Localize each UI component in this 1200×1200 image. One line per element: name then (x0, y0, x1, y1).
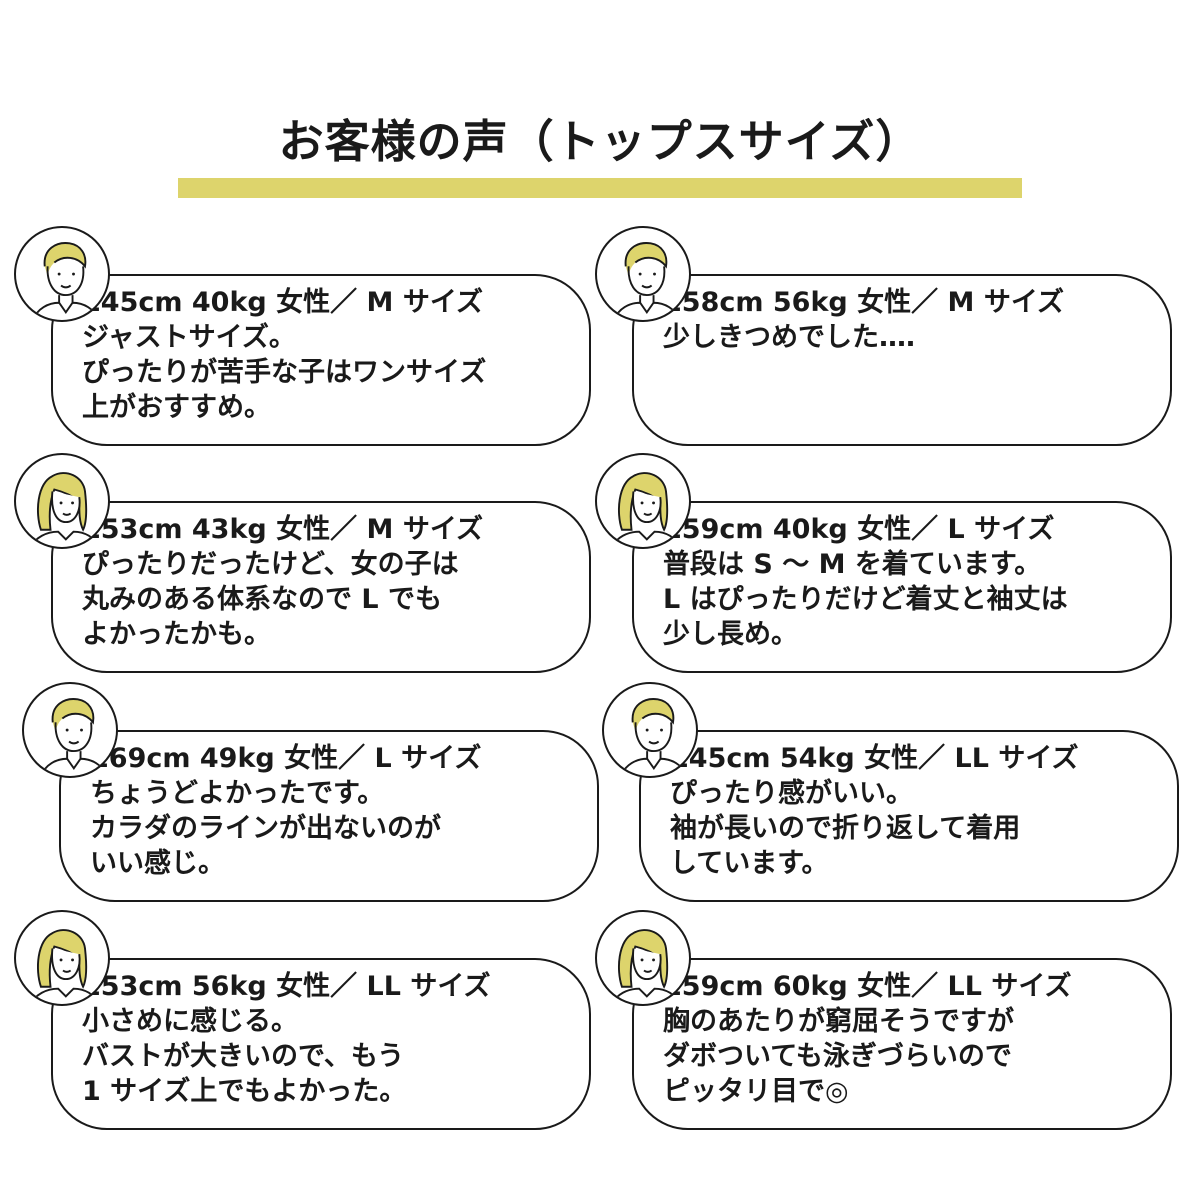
review-comment: 小さめに感じる。 バストが大きいので、もう 1 サイズ上でもよかった。 (82, 1006, 407, 1107)
review-comment: ちょうどよかったです。 カラダのラインが出ないのが いい感じ。 (90, 778, 441, 879)
review-card: 153cm 56kg 女性／ LL サイズ小さめに感じる。 バストが大きいので、… (14, 910, 591, 1140)
short-hair-person-icon (602, 682, 698, 778)
review-text: 145cm 40kg 女性／ M サイズジャストサイズ。 ぴったりが苦手な子はワ… (82, 285, 572, 425)
review-stats: 153cm 56kg 女性／ LL サイズ (82, 971, 491, 1002)
review-comment: 胸のあたりが窮屈そうですが ダボついても泳ぎづらいので ピッタリ目で◎ (663, 1006, 1014, 1107)
review-card: 145cm 40kg 女性／ M サイズジャストサイズ。 ぴったりが苦手な子はワ… (14, 226, 591, 456)
review-text: 158cm 56kg 女性／ M サイズ少しきつめでした‥‥ (663, 285, 1153, 355)
review-comment: 少しきつめでした‥‥ (663, 322, 916, 353)
title-underline (178, 178, 1022, 198)
review-stats: 159cm 60kg 女性／ LL サイズ (663, 971, 1072, 1002)
review-stats: 158cm 56kg 女性／ M サイズ (663, 287, 1065, 318)
speech-bubble (632, 501, 1172, 673)
review-stats: 153cm 43kg 女性／ M サイズ (82, 514, 484, 545)
short-hair-person-icon (14, 226, 110, 322)
short-hair-person-icon (595, 226, 691, 322)
review-comment: ぴったりだったけど、女の子は 丸みのある体系なので L でも よかったかも。 (82, 549, 459, 650)
review-card: 159cm 60kg 女性／ LL サイズ胸のあたりが窮屈そうですが ダボついて… (595, 910, 1172, 1140)
speech-bubble (632, 274, 1172, 446)
review-stats: 145cm 40kg 女性／ M サイズ (82, 287, 484, 318)
review-card: 159cm 40kg 女性／ L サイズ普段は S ～ M を着ています。 L … (595, 453, 1172, 683)
review-comment: 普段は S ～ M を着ています。 L はぴったりだけど着丈と袖丈は 少し長め。 (663, 549, 1068, 650)
speech-bubble (639, 730, 1179, 902)
review-text: 153cm 43kg 女性／ M サイズぴったりだったけど、女の子は 丸みのある… (82, 512, 572, 652)
speech-bubble (632, 958, 1172, 1130)
review-card: 169cm 49kg 女性／ L サイズちょうどよかったです。 カラダのラインが… (22, 682, 599, 912)
review-card: 153cm 43kg 女性／ M サイズぴったりだったけど、女の子は 丸みのある… (14, 453, 591, 683)
review-stats: 169cm 49kg 女性／ L サイズ (90, 743, 482, 774)
speech-bubble (59, 730, 599, 902)
speech-bubble (51, 501, 591, 673)
long-hair-person-icon (595, 910, 691, 1006)
speech-bubble (51, 274, 591, 446)
speech-bubble (51, 958, 591, 1130)
review-comment: ジャストサイズ。 ぴったりが苦手な子はワンサイズ 上がおすすめ。 (82, 322, 487, 423)
review-text: 145cm 54kg 女性／ LL サイズぴったり感がいい。 袖が長いので折り返… (670, 741, 1160, 881)
review-card: 158cm 56kg 女性／ M サイズ少しきつめでした‥‥ (595, 226, 1172, 456)
review-comment: ぴったり感がいい。 袖が長いので折り返して着用 しています。 (670, 778, 1021, 879)
review-text: 169cm 49kg 女性／ L サイズちょうどよかったです。 カラダのラインが… (90, 741, 580, 881)
short-hair-person-icon (22, 682, 118, 778)
long-hair-person-icon (595, 453, 691, 549)
page-title: お客様の声（トップスサイズ） (278, 115, 922, 168)
review-text: 153cm 56kg 女性／ LL サイズ小さめに感じる。 バストが大きいので、… (82, 969, 572, 1109)
review-card: 145cm 54kg 女性／ LL サイズぴったり感がいい。 袖が長いので折り返… (602, 682, 1179, 912)
review-text: 159cm 60kg 女性／ LL サイズ胸のあたりが窮屈そうですが ダボついて… (663, 969, 1153, 1109)
long-hair-person-icon (14, 910, 110, 1006)
review-stats: 159cm 40kg 女性／ L サイズ (663, 514, 1055, 545)
long-hair-person-icon (14, 453, 110, 549)
review-text: 159cm 40kg 女性／ L サイズ普段は S ～ M を着ています。 L … (663, 512, 1153, 652)
review-stats: 145cm 54kg 女性／ LL サイズ (670, 743, 1079, 774)
